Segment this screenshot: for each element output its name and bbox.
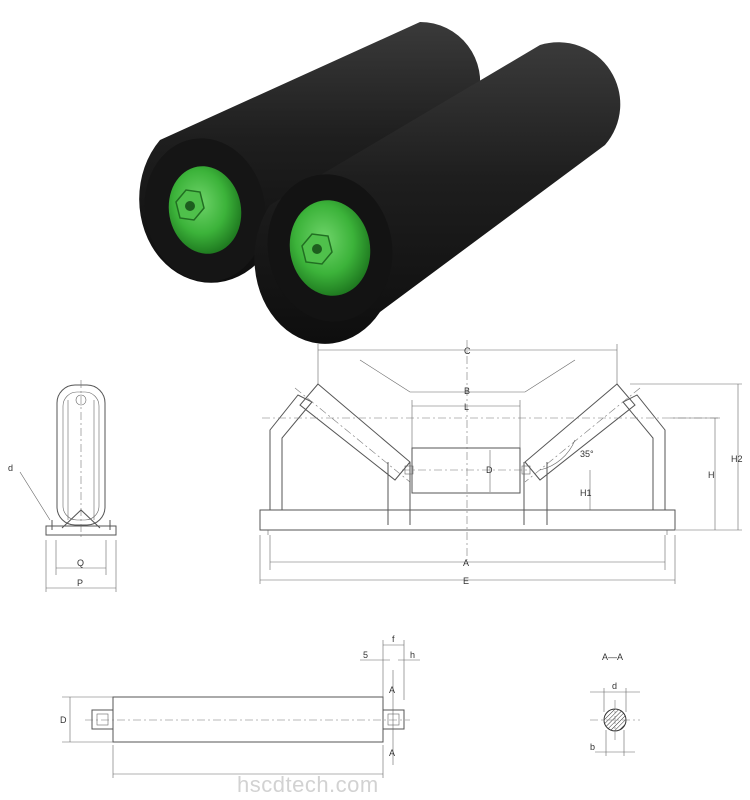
front-label-B: B — [464, 386, 470, 396]
roller-label-5: 5 — [363, 650, 368, 660]
roller-photo — [139, 21, 621, 344]
watermark: hscdtech.com — [237, 772, 379, 797]
dim-B — [359, 359, 576, 393]
roller-label-f: f — [392, 634, 395, 644]
center-roller — [411, 447, 521, 494]
roller-label-h: h — [410, 650, 415, 660]
side-label-d: d — [8, 463, 13, 473]
roller-tube — [112, 696, 384, 743]
front-view-drawing: C B L D 35° H1 H H2 A E — [259, 340, 743, 586]
front-label-E: E — [463, 576, 469, 586]
left-wing-roller — [299, 383, 411, 481]
front-label-D: D — [486, 465, 493, 475]
side-view-drawing: d Q P — [8, 380, 117, 592]
leader-d — [19, 471, 51, 521]
front-label-H2: H2 — [731, 454, 743, 464]
roller-view-drawing: A A f 5 h D — [60, 634, 420, 778]
section-label-d: d — [612, 681, 617, 691]
roller-label-A-bottom: A — [389, 748, 395, 758]
roller-label-A-top: A — [389, 685, 395, 695]
angle-arc — [539, 439, 576, 471]
roller-photo-front — [254, 42, 621, 344]
bearing-cap-back — [168, 166, 242, 254]
front-label-L: L — [464, 402, 469, 412]
right-wing-roller — [524, 383, 636, 481]
front-label-H1: H1 — [580, 488, 592, 498]
section-title: A—A — [602, 652, 623, 662]
side-label-P: P — [77, 578, 83, 588]
front-label-H: H — [708, 470, 715, 480]
section-label-b: b — [590, 742, 595, 752]
side-label-Q: Q — [77, 558, 84, 568]
front-label-A: A — [463, 558, 469, 568]
front-label-C: C — [464, 346, 471, 356]
front-label-angle: 35° — [580, 449, 594, 459]
section-view-drawing: A—A d b — [590, 652, 640, 756]
roller-photo-back — [139, 21, 481, 283]
roller-label-D: D — [60, 715, 67, 725]
